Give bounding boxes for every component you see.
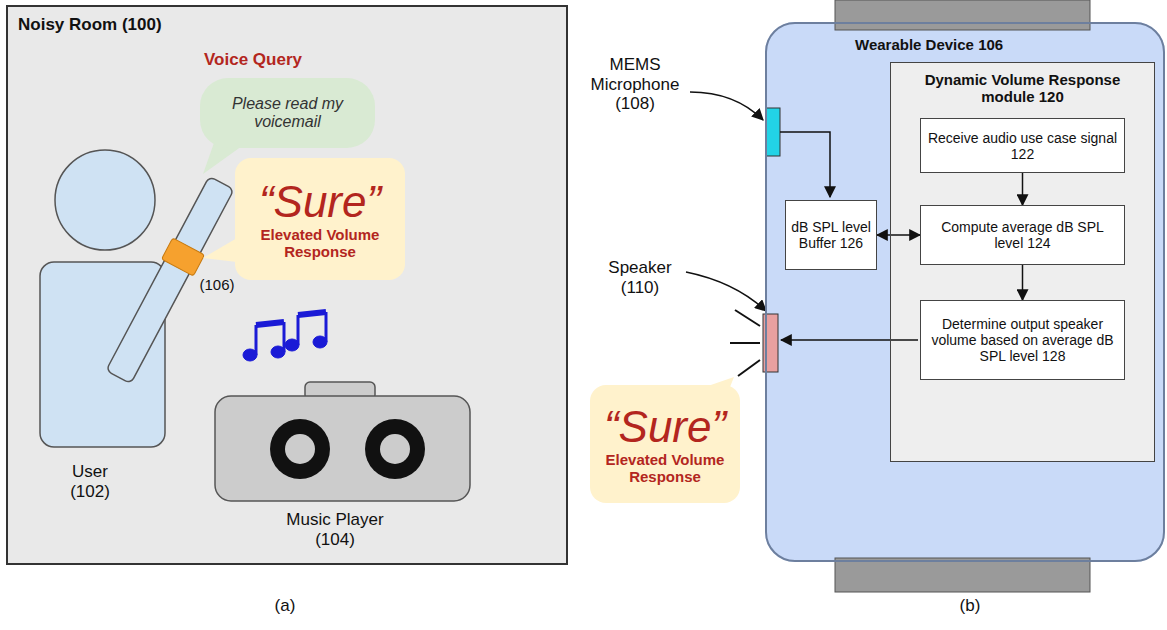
music-player xyxy=(215,396,470,501)
node-text: Dynamic Volume Response module 120 xyxy=(901,71,1144,105)
node-text: dB SPL level Buffer 126 xyxy=(789,219,873,251)
process-box: Receive audio use case signal 122 xyxy=(920,118,1125,173)
node-text: Compute average dB SPL level 124 xyxy=(927,219,1118,251)
wearable-device: Wearable Device 106Dynamic Volume Respon… xyxy=(765,22,1165,562)
region-fill xyxy=(6,5,568,565)
part-label: Speaker (110) xyxy=(600,258,680,297)
response-tail xyxy=(203,238,237,262)
user-head xyxy=(55,150,155,250)
response-bubble: “Sure”Elevated Volume Response xyxy=(235,158,405,280)
player-speaker-cone xyxy=(380,434,410,464)
flow-arrow xyxy=(1022,173,1024,205)
figure-label: (b) xyxy=(950,596,990,616)
part-label: User (102) xyxy=(55,462,125,501)
player-speaker xyxy=(365,419,425,479)
music-notes xyxy=(243,312,327,361)
process-box: Compute average dB SPL level 124 xyxy=(920,205,1125,265)
mic-signal-wire xyxy=(780,132,830,197)
module-box: Dynamic Volume Response module 120Receiv… xyxy=(890,62,1155,462)
node-text: Determine output speaker volume based on… xyxy=(927,316,1118,364)
player-speaker-cone xyxy=(285,434,315,464)
region-fill xyxy=(765,22,1165,562)
buffer-box: dB SPL level Buffer 126 xyxy=(785,200,877,270)
part-label: Music Player (104) xyxy=(280,510,390,549)
node-text: Wearable Device 106 xyxy=(855,36,1153,53)
response-bubble: “Sure”Elevated Volume Response xyxy=(590,385,740,503)
flow-arrow xyxy=(1022,265,1024,300)
node-text: “Sure” xyxy=(604,403,726,451)
node-text: “Sure” xyxy=(259,178,381,226)
region-fills xyxy=(6,5,1165,565)
part-label: MEMS Microphone (108) xyxy=(585,55,685,114)
leader-line xyxy=(686,272,766,311)
watch-strap xyxy=(835,0,1090,30)
node-text: Please read my voicemail xyxy=(206,95,369,131)
node-text: Receive audio use case signal 122 xyxy=(927,130,1118,162)
process-box: Determine output speaker volume based on… xyxy=(920,300,1125,380)
node-text: Noisy Room (100) xyxy=(18,15,556,35)
leader-line xyxy=(690,92,763,120)
player-speaker xyxy=(270,419,330,479)
speaker-output-wire xyxy=(781,339,918,341)
watch-strap xyxy=(835,558,1090,592)
mems-microphone xyxy=(766,108,780,156)
node-text: Elevated Volume Response xyxy=(241,226,399,260)
speech-bubble: Please read my voicemail xyxy=(200,78,375,148)
callout-number: (106) xyxy=(192,276,242,293)
node-text: Elevated Volume Response xyxy=(596,451,734,485)
flow-arrow xyxy=(877,234,920,236)
watch-band xyxy=(161,238,204,276)
region-fill xyxy=(890,62,1155,462)
sound-rays xyxy=(730,310,760,376)
query-label: Voice Query xyxy=(178,50,328,70)
figure-label: (a) xyxy=(265,596,305,616)
